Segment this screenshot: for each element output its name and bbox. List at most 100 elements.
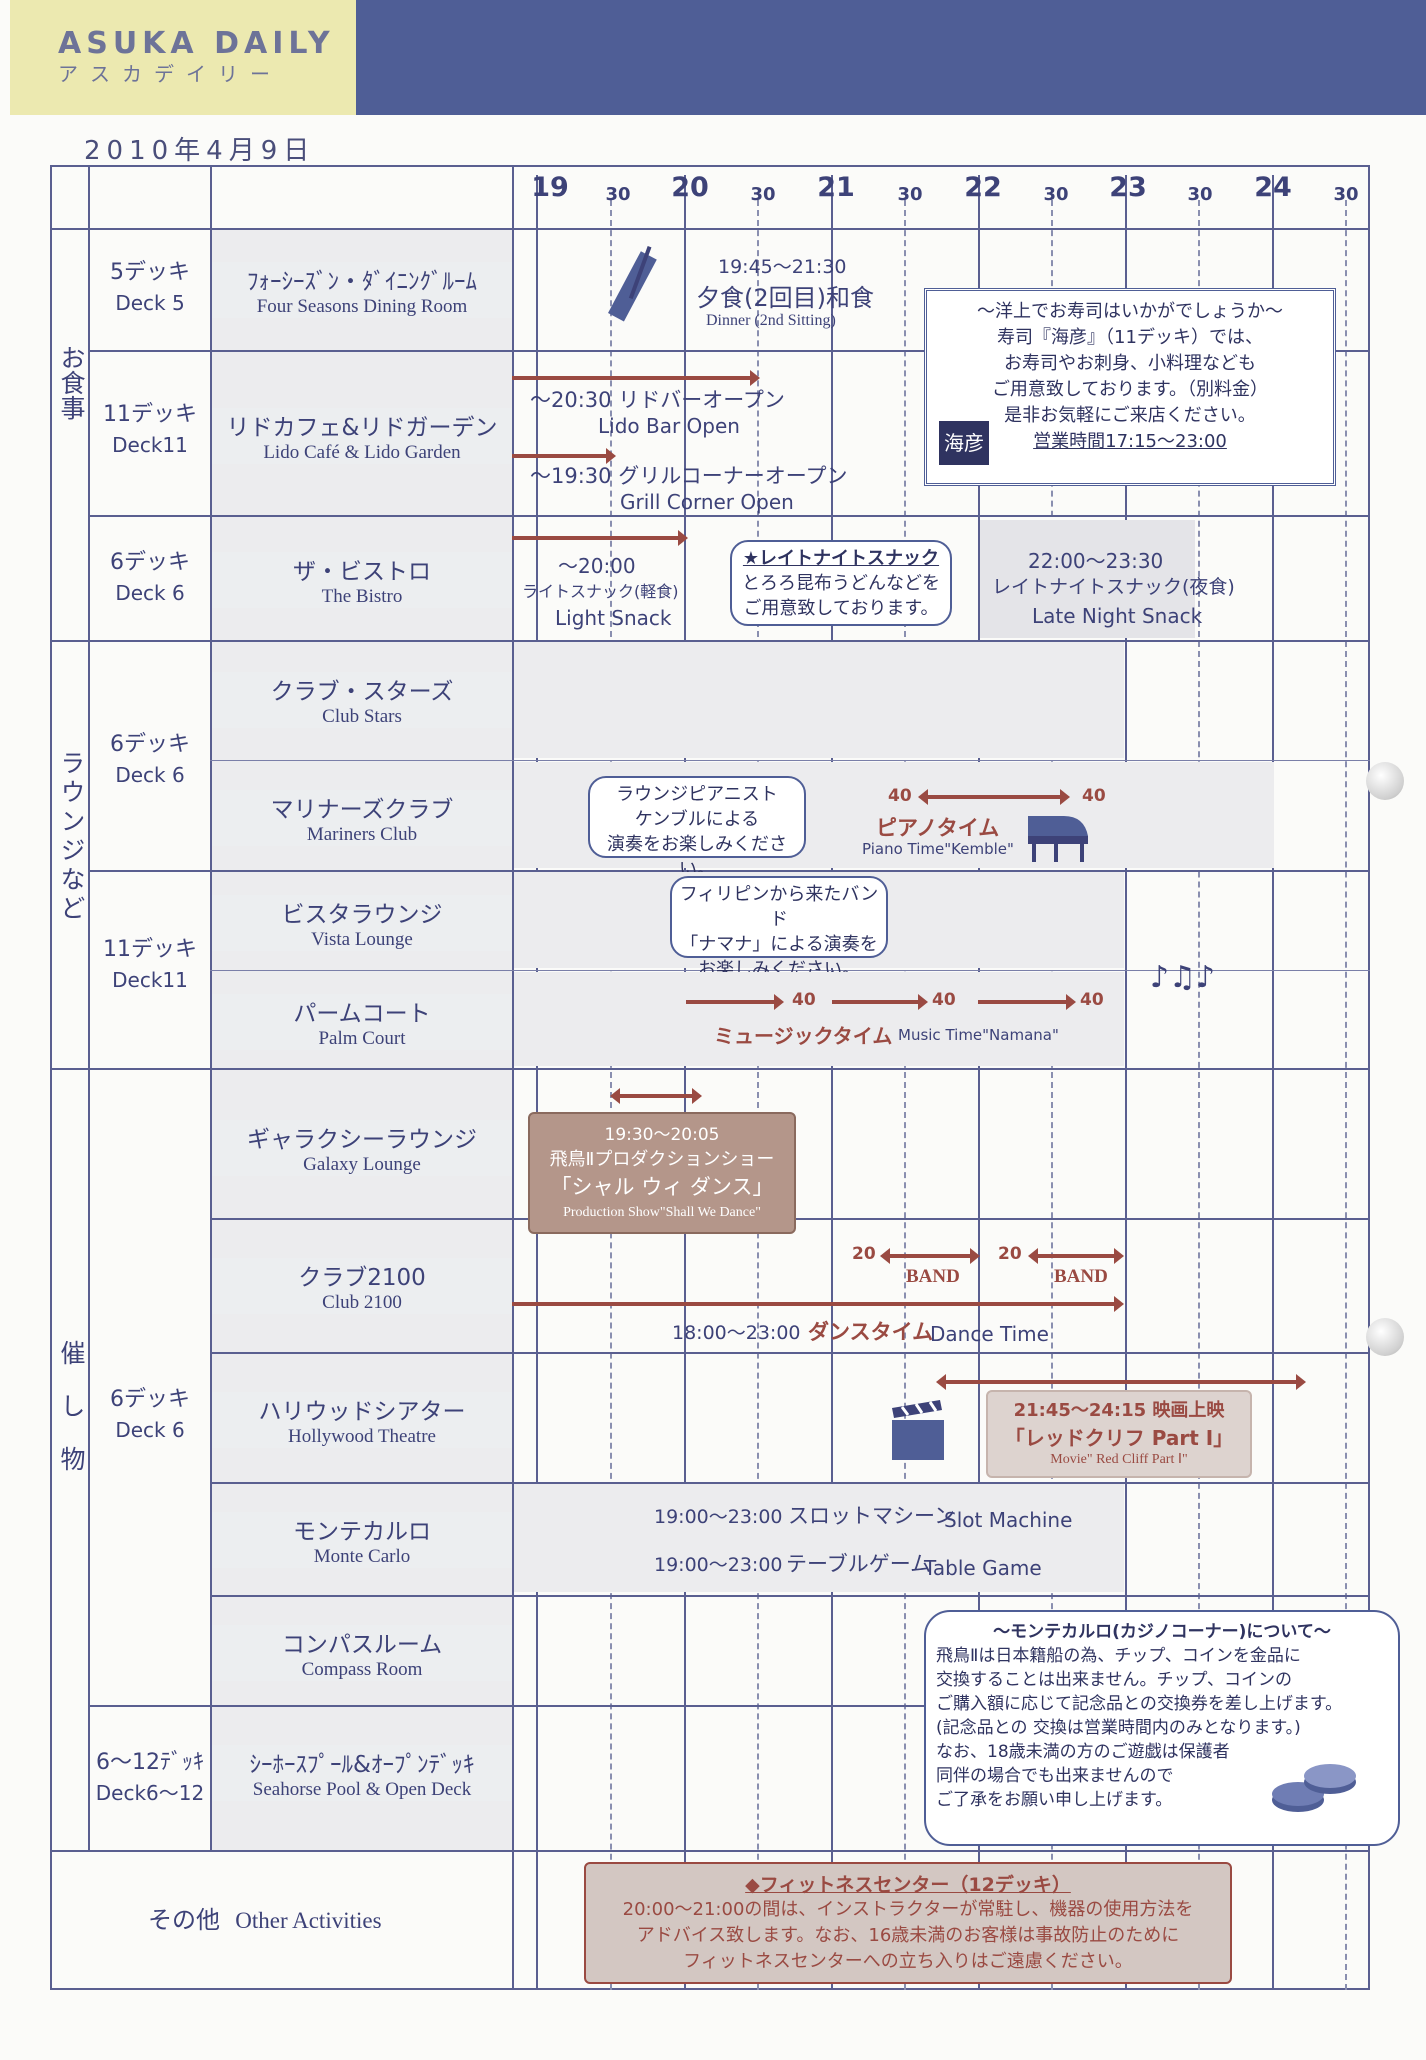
sushi-line: ご用意致しております。（別料金）: [991, 379, 1269, 400]
piano-minute: 40: [888, 786, 912, 806]
table-jp: テーブルゲーム: [786, 1552, 932, 1576]
venue-en: Compass Room: [301, 1659, 423, 1680]
deck-divider: [210, 165, 212, 1850]
music-arrow: [978, 994, 1076, 1010]
venue-en: Galaxy Lounge: [303, 1154, 421, 1175]
light-snack-arrow: [512, 530, 688, 546]
grill-en: Grill Corner Open: [620, 490, 794, 514]
category-dining-label: お食事: [57, 345, 86, 420]
show-title-2: 「シャル ウィ ダンス」: [550, 1175, 774, 1199]
venue-en: Palm Court: [318, 1028, 406, 1049]
venue-en: Seahorse Pool & Open Deck: [252, 1779, 472, 1800]
brand-title: ASUKA DAILY: [58, 26, 335, 61]
movie-box: 21:45〜24:15 映画上映 「レッドクリフ Part Ⅰ」 Movie" …: [986, 1390, 1252, 1478]
venue-jp: ｼｰﾎｰｽﾌﾟｰﾙ&ｵｰﾌﾟﾝﾃﾞｯｷ: [249, 1752, 475, 1778]
section-line: [50, 1850, 1370, 1852]
deck-label: 6デッキ Deck 6: [90, 730, 210, 790]
late-snack-bubble: ★レイトナイトスナック とろろ昆布うどんなどを ご用意致しております。: [730, 540, 952, 626]
deck-en: Deck 6: [115, 763, 185, 787]
hour-line-21: [831, 175, 833, 1990]
deck-jp: 11デッキ: [103, 937, 197, 962]
production-show-box: 19:30〜20:05 飛鳥Ⅱプロダクションショー 「シャル ウィ ダンス」 P…: [528, 1112, 796, 1234]
schedule-date: 2010年4月9日: [84, 136, 316, 166]
half-line: [1345, 200, 1347, 1990]
movie-en: Movie" Red Cliff Part Ⅰ": [1050, 1452, 1188, 1467]
venue-en: Monte Carlo: [313, 1546, 411, 1567]
category-lounge-label: ラウンジなど: [57, 750, 86, 924]
binder-hole: [1366, 1318, 1404, 1356]
half-line: [904, 200, 906, 1990]
half-line: [1051, 200, 1053, 1990]
band-bubble-line: 「ナマナ」による演奏を: [680, 934, 878, 955]
music-notes-icon: ♪♫♪: [1150, 960, 1216, 995]
hour-line-23: [1125, 175, 1127, 1990]
piano-en: Piano Time"Kemble": [862, 840, 1014, 858]
fitness-box: ◆フィットネスセンター（12デッキ） 20:00〜21:00の間は、インストラク…: [584, 1862, 1232, 1984]
casino-notice: 〜モンテカルロ(カジノコーナー)について〜 飛鳥Ⅱは日本籍船の為、チップ、コイン…: [924, 1610, 1400, 1846]
sushi-line: お寿司やお刺身、小料理なども: [1004, 353, 1256, 374]
venue-jp: ギャラクシーラウンジ: [247, 1127, 477, 1153]
half-label: 30: [750, 184, 776, 205]
band-minute: 20: [998, 1244, 1022, 1264]
grill-jp: 〜19:30 グリルコーナーオープン: [530, 464, 848, 488]
movie-jp: 「レッドクリフ Part Ⅰ」: [1004, 1426, 1234, 1450]
row-line: [210, 1482, 1370, 1484]
show-time: 19:30〜20:05: [604, 1125, 720, 1145]
sushi-line: 是非お気軽にご来店ください。: [1004, 405, 1256, 426]
other-en: Other Activities: [235, 1908, 382, 1933]
hour-label-23: 23: [1109, 172, 1147, 203]
piano-icon: [1024, 802, 1092, 868]
band-arrow: [1028, 1248, 1124, 1264]
dance-en: Dance Time: [930, 1322, 1049, 1346]
schedule-frame: [50, 165, 1370, 1990]
piano-bubble: ラウンジピアニスト ケンブルによる 演奏をお楽しみください。: [588, 776, 806, 880]
fitness-line: フィットネスセンターへの立ち入りはご遠慮ください。: [683, 1951, 1133, 1972]
row-line: [210, 970, 1370, 971]
clapperboard-icon: [890, 1400, 946, 1466]
casino-line: なお、18歳未満の方のご遊戯は保護者: [936, 1742, 1230, 1762]
hour-label-22: 22: [964, 172, 1002, 203]
venue-en: Four Seasons Dining Room: [256, 296, 468, 317]
band-label: BAND: [906, 1266, 960, 1287]
dinner-time: 19:45〜21:30: [718, 256, 847, 278]
music-jp: ミュージックタイム: [714, 1024, 893, 1048]
monte-shade: [514, 1484, 1124, 1592]
band-bubble-line: フィリピンから来たバンド: [679, 884, 879, 930]
music-en: Music Time"Namana": [898, 1026, 1059, 1044]
grill-arrow: [512, 448, 616, 464]
table-en: Table Game: [924, 1556, 1042, 1580]
slot-jp: スロットマシーン: [788, 1504, 955, 1528]
venue-jp: マリナーズクラブ: [270, 797, 454, 823]
lido-bar-jp: 〜20:30 リドバーオープン: [530, 388, 785, 412]
casino-line: ご購入額に応じて記念品との交換券を差し上げます。: [936, 1694, 1343, 1714]
band-minute: 20: [852, 1244, 876, 1264]
venue-en: Club 2100: [322, 1292, 402, 1313]
casino-chips-icon: [1268, 1760, 1360, 1822]
row-line: [210, 1595, 1370, 1597]
casino-line: (記念品との 交換は営業時間内のみとなります。): [936, 1718, 1301, 1738]
band-arrow: [880, 1248, 980, 1264]
half-label: 30: [1333, 184, 1359, 205]
venue-jp: パームコート: [293, 1001, 431, 1027]
header-brand-panel: [10, 0, 356, 115]
movie-time: 21:45〜24:15 映画上映: [1013, 1400, 1225, 1421]
hour-line-22: [978, 175, 980, 1990]
hour-line-20: [684, 175, 686, 1990]
row-line: [88, 350, 1370, 352]
club-stars-shade: [514, 642, 1124, 758]
venue-jp: コンパスルーム: [281, 1632, 443, 1658]
deck-jp: 6〜12ﾃﾞｯｷ: [96, 1750, 204, 1775]
casino-title: 〜モンテカルロ(カジノコーナー)について〜: [993, 1622, 1331, 1642]
music-minute: 40: [1080, 990, 1104, 1010]
venue-en: Lido Café & Lido Garden: [263, 442, 461, 463]
casino-line: ご了承をお願い申し上げます。: [936, 1790, 1173, 1810]
deck-jp: 6デッキ: [110, 732, 190, 757]
